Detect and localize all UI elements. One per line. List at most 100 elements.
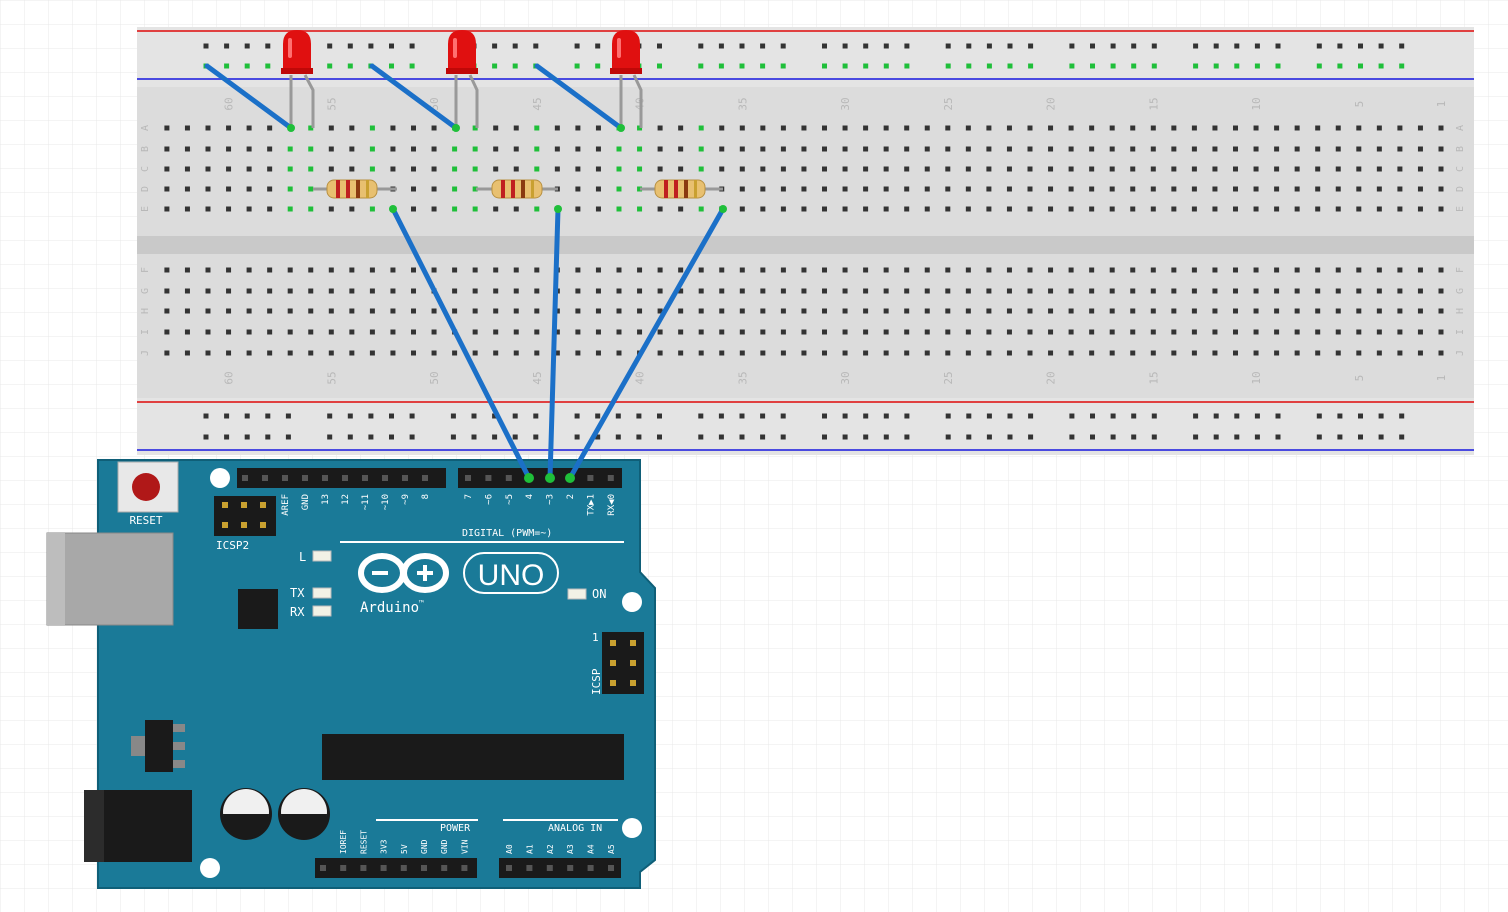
rail-hole[interactable] xyxy=(1007,434,1013,440)
breadboard-hole[interactable] xyxy=(595,146,601,152)
breadboard-hole[interactable] xyxy=(780,206,786,212)
breadboard-hole[interactable] xyxy=(1171,146,1177,152)
breadboard-hole[interactable] xyxy=(1233,288,1238,294)
rail-hole[interactable] xyxy=(739,434,745,440)
rail-hole[interactable] xyxy=(224,413,230,419)
breadboard-hole[interactable] xyxy=(822,267,827,273)
breadboard-hole[interactable] xyxy=(616,329,622,335)
breadboard-hole[interactable] xyxy=(1191,329,1197,335)
rail-hole[interactable] xyxy=(760,434,766,440)
breadboard-hole[interactable] xyxy=(1150,146,1156,152)
breadboard-hole[interactable] xyxy=(1027,146,1033,152)
breadboard-hole[interactable] xyxy=(1233,146,1238,152)
rail-hole[interactable] xyxy=(1378,43,1384,49)
breadboard-hole[interactable] xyxy=(575,206,581,212)
rail-hole[interactable] xyxy=(966,63,972,69)
breadboard-hole[interactable] xyxy=(1315,166,1321,172)
breadboard-hole[interactable] xyxy=(554,329,560,335)
header-pin[interactable] xyxy=(402,475,408,481)
breadboard-hole[interactable] xyxy=(226,146,232,152)
resistor-1[interactable] xyxy=(313,179,397,199)
breadboard-hole[interactable] xyxy=(513,166,519,172)
breadboard-hole[interactable] xyxy=(1191,206,1197,212)
breadboard-hole[interactable] xyxy=(246,146,252,152)
breadboard-hole[interactable] xyxy=(287,267,293,273)
header-pin[interactable] xyxy=(400,865,407,871)
breadboard-hole[interactable] xyxy=(739,206,745,212)
breadboard-hole[interactable] xyxy=(1253,186,1259,192)
breadboard-hole[interactable] xyxy=(1027,350,1033,356)
breadboard-hole[interactable] xyxy=(267,146,273,152)
breadboard-hole[interactable] xyxy=(1335,288,1341,294)
breadboard-hole[interactable] xyxy=(1438,206,1444,212)
rail-hole[interactable] xyxy=(698,43,704,49)
breadboard-hole[interactable] xyxy=(1417,308,1423,314)
breadboard-hole[interactable] xyxy=(1335,329,1341,335)
rail-hole[interactable] xyxy=(842,434,848,440)
breadboard-hole[interactable] xyxy=(184,288,190,294)
breadboard-hole[interactable] xyxy=(1089,308,1095,314)
rail-hole[interactable] xyxy=(512,413,518,419)
breadboard-hole[interactable] xyxy=(205,267,211,273)
rail-hole[interactable] xyxy=(574,43,580,49)
rail-hole[interactable] xyxy=(409,43,415,49)
breadboard-hole[interactable] xyxy=(205,186,211,192)
breadboard-hole[interactable] xyxy=(184,350,190,356)
breadboard-hole[interactable] xyxy=(1150,206,1156,212)
breadboard-hole[interactable] xyxy=(678,267,684,273)
rail-hole[interactable] xyxy=(1069,434,1075,440)
breadboard-hole[interactable] xyxy=(1274,166,1280,172)
breadboard-hole[interactable] xyxy=(822,329,827,335)
breadboard-hole[interactable] xyxy=(164,146,170,152)
rail-hole[interactable] xyxy=(1399,63,1405,69)
breadboard-hole[interactable] xyxy=(411,329,416,335)
breadboard-hole[interactable] xyxy=(513,329,519,335)
rail-hole[interactable] xyxy=(863,434,869,440)
breadboard-hole[interactable] xyxy=(308,125,314,131)
breadboard-hole[interactable] xyxy=(924,288,930,294)
breadboard-hole[interactable] xyxy=(164,166,170,172)
breadboard-hole[interactable] xyxy=(534,146,540,152)
rail-hole[interactable] xyxy=(1213,413,1219,419)
breadboard-hole[interactable] xyxy=(1048,267,1054,273)
breadboard-hole[interactable] xyxy=(595,288,601,294)
breadboard-hole[interactable] xyxy=(1130,186,1136,192)
breadboard-hole[interactable] xyxy=(842,125,848,131)
breadboard-hole[interactable] xyxy=(698,267,704,273)
breadboard-hole[interactable] xyxy=(328,206,334,212)
breadboard-hole[interactable] xyxy=(575,329,581,335)
breadboard-hole[interactable] xyxy=(267,125,273,131)
breadboard-hole[interactable] xyxy=(184,206,190,212)
rail-hole[interactable] xyxy=(389,413,394,419)
rail-hole[interactable] xyxy=(698,63,704,69)
breadboard-hole[interactable] xyxy=(1294,146,1300,152)
breadboard-hole[interactable] xyxy=(616,166,622,172)
breadboard-hole[interactable] xyxy=(1212,308,1218,314)
breadboard-hole[interactable] xyxy=(698,206,704,212)
breadboard-hole[interactable] xyxy=(226,308,232,314)
breadboard-hole[interactable] xyxy=(1006,288,1012,294)
rail-hole[interactable] xyxy=(945,43,951,49)
breadboard-hole[interactable] xyxy=(472,125,478,131)
breadboard-hole[interactable] xyxy=(287,350,293,356)
breadboard-hole[interactable] xyxy=(349,206,355,212)
breadboard-hole[interactable] xyxy=(616,267,622,273)
breadboard-hole[interactable] xyxy=(205,125,211,131)
breadboard-hole[interactable] xyxy=(554,350,560,356)
breadboard-hole[interactable] xyxy=(164,267,170,273)
breadboard-hole[interactable] xyxy=(287,308,293,314)
rail-hole[interactable] xyxy=(1399,413,1405,419)
breadboard-hole[interactable] xyxy=(1417,329,1423,335)
breadboard-hole[interactable] xyxy=(1397,146,1403,152)
breadboard-hole[interactable] xyxy=(1150,267,1156,273)
breadboard-hole[interactable] xyxy=(1356,186,1362,192)
breadboard-hole[interactable] xyxy=(267,308,273,314)
rail-hole[interactable] xyxy=(224,63,230,69)
breadboard-hole[interactable] xyxy=(1356,125,1362,131)
breadboard-hole[interactable] xyxy=(637,267,643,273)
breadboard-hole[interactable] xyxy=(822,166,827,172)
rail-hole[interactable] xyxy=(1069,63,1075,69)
rail-hole[interactable] xyxy=(904,43,910,49)
breadboard-hole[interactable] xyxy=(184,166,190,172)
